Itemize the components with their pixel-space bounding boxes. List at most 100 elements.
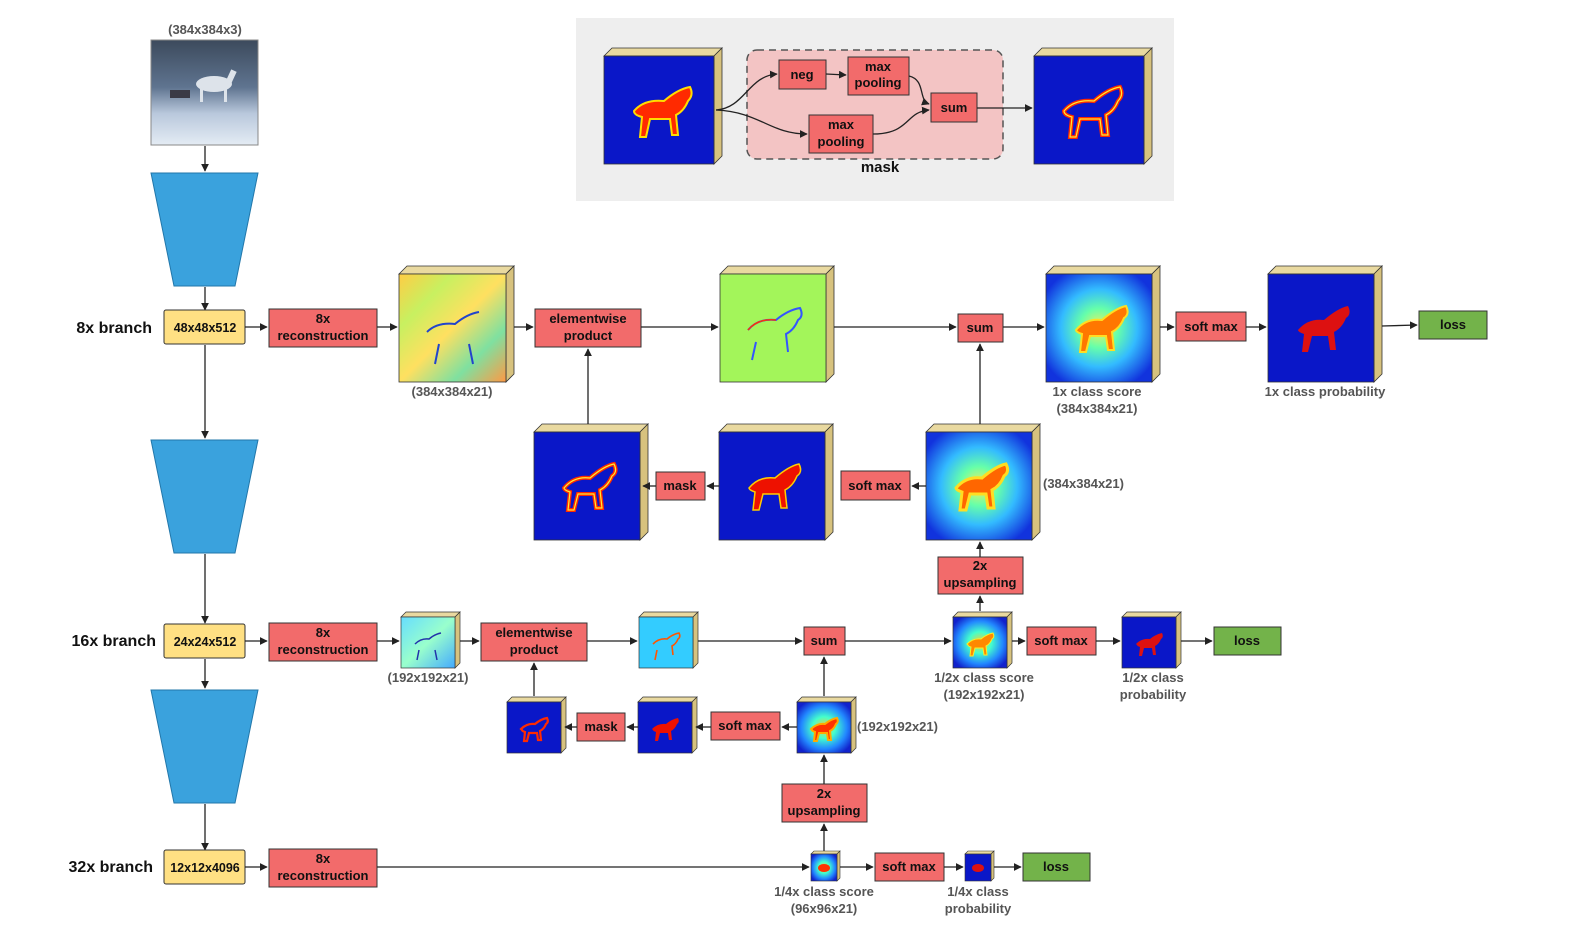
tile-masked-16x bbox=[506, 696, 567, 754]
tile-class-probability-half bbox=[1121, 611, 1182, 669]
feature-box-16x: 24x24x512 bbox=[163, 623, 246, 659]
svg-text:mask: mask bbox=[584, 719, 618, 734]
caption-class-probability-1x: 1x class probability bbox=[1265, 384, 1386, 399]
tile-class-probability-1x bbox=[1267, 265, 1383, 383]
caption-recon-8x: (384x384x21) bbox=[412, 384, 493, 399]
arrows-8x bbox=[245, 321, 1418, 611]
loss-box-8x: loss bbox=[1418, 310, 1488, 340]
arrows-16x bbox=[245, 637, 1213, 851]
caption-class-probability-half: 1/2x class bbox=[1122, 670, 1183, 685]
tile-upsampled-16x bbox=[796, 696, 857, 754]
mask-inset-sum-box: sum bbox=[930, 92, 978, 123]
svg-text:48x48x512: 48x48x512 bbox=[174, 321, 237, 335]
mask-box-16x: mask bbox=[576, 712, 626, 742]
input-image-caption: (384x384x3) bbox=[168, 22, 242, 37]
tile-softmax-16x bbox=[637, 696, 698, 754]
svg-text:elementwise: elementwise bbox=[495, 625, 572, 640]
tile-class-score-half bbox=[952, 611, 1013, 669]
svg-text:24x24x512: 24x24x512 bbox=[174, 635, 237, 649]
mask-inset-title: mask bbox=[861, 159, 900, 176]
caption-class-probability-quarter-2: probability bbox=[945, 901, 1012, 916]
svg-text:8x: 8x bbox=[316, 851, 331, 866]
mask-box-8x: mask bbox=[655, 471, 706, 501]
tile-softmax-8x bbox=[718, 423, 834, 541]
tile-class-score-1x bbox=[1045, 265, 1161, 383]
svg-text:upsampling: upsampling bbox=[788, 803, 861, 818]
elementwise-box-16x: elementwise product bbox=[480, 622, 588, 662]
feature-box-32x: 12x12x4096 bbox=[163, 849, 246, 885]
softmax-box-8x: soft max bbox=[1175, 311, 1247, 342]
svg-text:reconstruction: reconstruction bbox=[277, 868, 368, 883]
caption-class-score-half: 1/2x class score bbox=[934, 670, 1034, 685]
input-image bbox=[150, 39, 259, 146]
softmax-box-16x: soft max bbox=[1026, 626, 1097, 656]
svg-text:8x: 8x bbox=[316, 625, 331, 640]
tile-masked-8x bbox=[533, 423, 649, 541]
caption-class-probability-half-2: probability bbox=[1120, 687, 1187, 702]
encoder-stage-2 bbox=[150, 439, 259, 554]
svg-text:12x12x4096: 12x12x4096 bbox=[170, 861, 240, 875]
tile-product-8x bbox=[719, 265, 835, 383]
svg-text:pooling: pooling bbox=[818, 134, 865, 149]
mask-inset-neg-box: neg bbox=[778, 59, 827, 90]
caption-upsampled-16x: (192x192x21) bbox=[857, 719, 938, 734]
svg-text:soft max: soft max bbox=[848, 478, 902, 493]
svg-text:2x: 2x bbox=[973, 558, 988, 573]
softmax-box-16x-refine: soft max bbox=[710, 711, 781, 741]
svg-text:soft max: soft max bbox=[882, 859, 936, 874]
caption-class-score-quarter-res: (96x96x21) bbox=[791, 901, 858, 916]
sum-box-8x: sum bbox=[957, 313, 1004, 343]
svg-text:soft max: soft max bbox=[718, 718, 772, 733]
feature-box-8x: 48x48x512 bbox=[163, 309, 246, 345]
svg-text:reconstruction: reconstruction bbox=[277, 642, 368, 657]
svg-text:loss: loss bbox=[1043, 859, 1069, 874]
svg-text:soft max: soft max bbox=[1034, 633, 1088, 648]
svg-text:loss: loss bbox=[1234, 633, 1260, 648]
recon-box-16x-branch: 8x reconstruction bbox=[268, 622, 378, 662]
caption-upsampled-8x: (384x384x21) bbox=[1043, 476, 1124, 491]
mask-inset-input-tile bbox=[603, 47, 723, 165]
svg-text:product: product bbox=[510, 642, 559, 657]
loss-box-16x: loss bbox=[1213, 626, 1282, 656]
svg-text:sum: sum bbox=[967, 320, 994, 335]
tile-recon-16x bbox=[400, 611, 461, 669]
branch-8x-label: 8x branch bbox=[76, 320, 152, 337]
svg-text:mask: mask bbox=[663, 478, 697, 493]
svg-text:pooling: pooling bbox=[855, 75, 902, 90]
tile-upsampled-8x bbox=[925, 423, 1041, 541]
svg-text:product: product bbox=[564, 328, 613, 343]
svg-text:max: max bbox=[865, 59, 892, 74]
svg-text:max: max bbox=[828, 117, 855, 132]
loss-box-32x: loss bbox=[1022, 852, 1091, 882]
recon-box-8x-branch: 8x reconstruction bbox=[268, 308, 378, 348]
branch-16x-label: 16x branch bbox=[72, 633, 156, 650]
elementwise-box-8x: elementwise product bbox=[534, 308, 642, 348]
tile-class-score-quarter bbox=[810, 850, 841, 882]
svg-text:neg: neg bbox=[790, 67, 813, 82]
svg-text:sum: sum bbox=[811, 633, 838, 648]
tile-product-16x bbox=[638, 611, 699, 669]
svg-text:8x: 8x bbox=[316, 311, 331, 326]
branch-32x-label: 32x branch bbox=[69, 859, 153, 876]
mask-inset: mask neg max pooling max pooling bbox=[576, 18, 1174, 201]
caption-class-probability-quarter: 1/4x class bbox=[947, 884, 1008, 899]
tile-recon-8x bbox=[398, 265, 515, 383]
upsampling-box-16x: 2x upsampling bbox=[781, 783, 868, 823]
sum-box-16x: sum bbox=[803, 626, 846, 656]
mask-inset-max-pooling-top: max pooling bbox=[847, 56, 910, 96]
softmax-box-8x-refine: soft max bbox=[840, 470, 911, 501]
caption-class-score-1x-res: (384x384x21) bbox=[1057, 401, 1138, 416]
softmax-box-32x: soft max bbox=[874, 852, 945, 882]
caption-recon-16x: (192x192x21) bbox=[388, 670, 469, 685]
svg-text:upsampling: upsampling bbox=[944, 575, 1017, 590]
encoder-stage-1 bbox=[150, 172, 259, 287]
caption-class-score-half-res: (192x192x21) bbox=[944, 687, 1025, 702]
tile-class-probability-quarter bbox=[964, 850, 995, 882]
recon-box-32x-branch: 8x reconstruction bbox=[268, 848, 378, 888]
svg-text:elementwise: elementwise bbox=[549, 311, 626, 326]
mask-inset-output-tile bbox=[1033, 47, 1153, 165]
upsampling-box-8x: 2x upsampling bbox=[937, 556, 1024, 595]
svg-text:reconstruction: reconstruction bbox=[277, 328, 368, 343]
svg-text:2x: 2x bbox=[817, 786, 832, 801]
